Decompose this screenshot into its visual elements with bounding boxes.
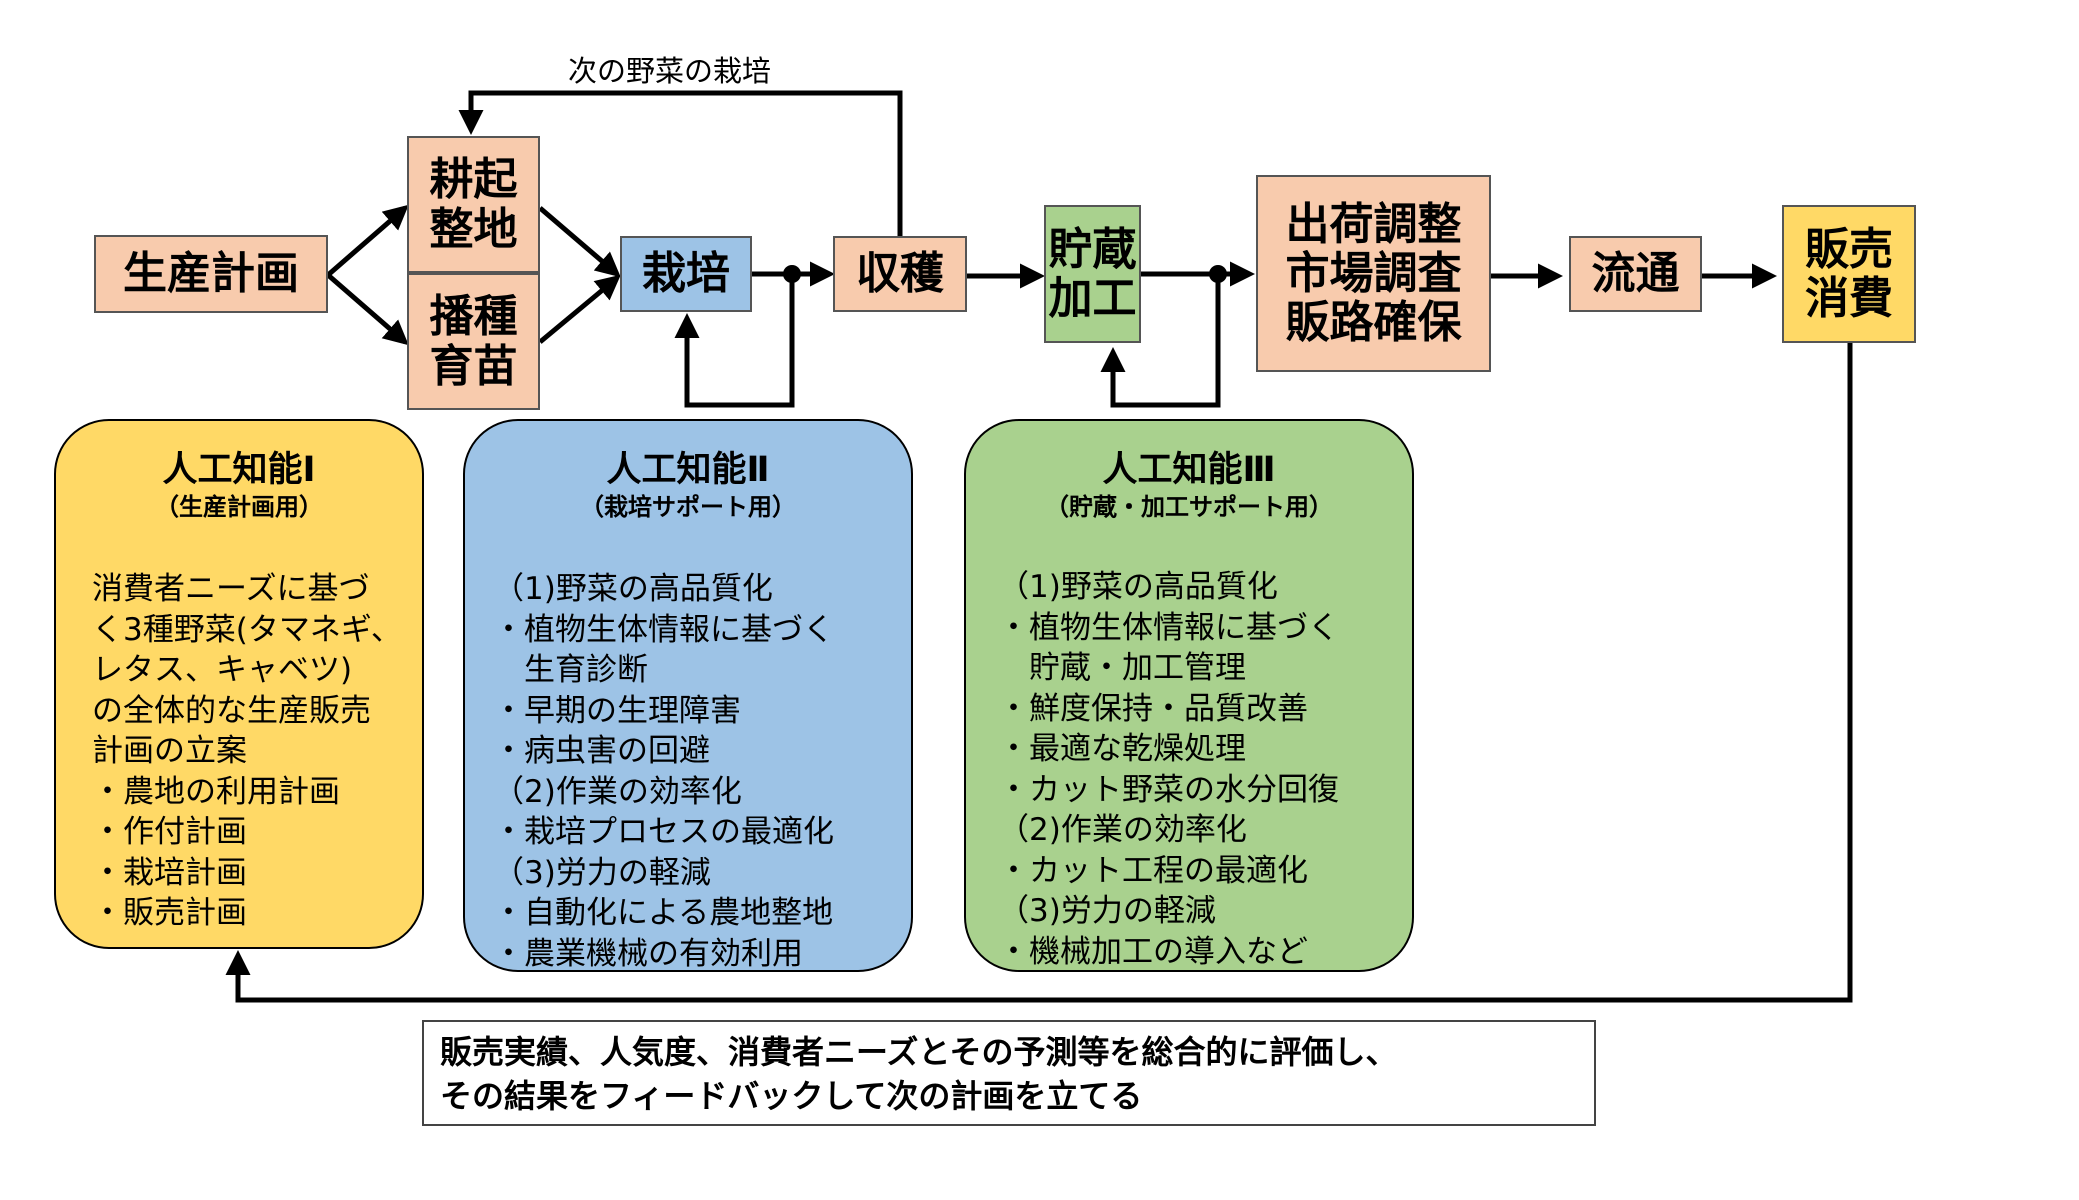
- ai-panel-title: 人工知能Ⅲ: [1102, 450, 1276, 490]
- ai-panel-list: 消費者ニーズに基づ く3種野菜(タマネギ、 レタス、キャベツ) の全体的な生産販…: [92, 569, 402, 934]
- arrow-plan-to-sowing: [326, 273, 409, 346]
- list-item: 生育診断: [493, 652, 648, 688]
- ai-panel-planning[interactable]: 人工知能Ⅰ （生産計画用） 消費者ニーズに基づ く3種野菜(タマネギ、 レタス、…: [54, 419, 424, 949]
- arrow-plan-to-tillage: [326, 204, 409, 277]
- list-item: ・農地の利用計画: [92, 773, 340, 810]
- node-sowing-seedling[interactable]: 播種 育苗: [407, 273, 540, 410]
- arrow-next-crop-loop: [458, 90, 903, 238]
- list-item: ・販売計画: [92, 895, 247, 931]
- list-item: （1)野菜の高品質化: [998, 569, 1278, 605]
- list-item: ・カット工程の最適化: [998, 852, 1308, 889]
- list-item: 貯蔵・加工管理: [998, 650, 1246, 686]
- list-item: ・最適な乾燥処理: [998, 731, 1246, 767]
- arrow-tillage-to-cultivation: [538, 206, 621, 278]
- node-harvest[interactable]: 収穫: [833, 236, 967, 312]
- list-item: ・栽培プロセスの最適化: [493, 814, 834, 850]
- junction-dot: [1209, 265, 1227, 283]
- junction-dot: [783, 265, 801, 283]
- list-item: ・自動化による農地整地: [493, 895, 834, 931]
- list-item: ・農業機械の有効利用: [493, 935, 803, 972]
- list-item: ・植物生体情報に基づく: [998, 609, 1339, 646]
- list-item: く3種野菜(タマネギ、: [92, 611, 402, 648]
- arrow-cultivation-loop: [674, 274, 795, 408]
- list-item: 消費者ニーズに基づ: [92, 571, 370, 607]
- list-item: （2)作業の効率化: [493, 773, 742, 810]
- node-distribution[interactable]: 流通: [1569, 236, 1702, 312]
- node-tillage-leveling[interactable]: 耕起 整地: [407, 136, 540, 273]
- ai-panel-cultivation[interactable]: 人工知能Ⅱ （栽培サポート用） （1)野菜の高品質化 ・植物生体情報に基づく 生…: [463, 419, 913, 972]
- list-item: （3)労力の軽減: [493, 854, 711, 891]
- ai-panel-subtitle: （生産計画用）: [155, 493, 323, 521]
- arrow-feedback-loop: [225, 343, 1853, 1003]
- list-item: レタス、キャベツ): [92, 652, 353, 688]
- node-cultivation[interactable]: 栽培: [620, 236, 752, 312]
- next-crop-label: 次の野菜の栽培: [568, 54, 772, 88]
- node-production-planning[interactable]: 生産計画: [94, 235, 328, 313]
- node-sales-consumption[interactable]: 販売 消費: [1782, 205, 1916, 343]
- ai-panel-subtitle: （貯蔵・加工サポート用）: [1045, 493, 1333, 521]
- list-item: （3)労力の軽減: [998, 893, 1216, 929]
- arrow-sowing-to-cultivation: [538, 274, 621, 344]
- list-item: ・機械加工の導入など: [998, 933, 1308, 970]
- list-item: ・栽培計画: [92, 854, 247, 891]
- list-item: ・鮮度保持・品質改善: [998, 690, 1308, 727]
- list-item: 計画の立案: [92, 733, 247, 769]
- node-shipping-market[interactable]: 出荷調整 市場調査 販路確保: [1256, 175, 1491, 372]
- list-item: ・カット野菜の水分回復: [998, 771, 1339, 808]
- ai-panel-list: （1)野菜の高品質化 ・植物生体情報に基づく 生育診断 ・早期の生理障害 ・病虫…: [493, 569, 834, 974]
- list-item: の全体的な生産販売: [92, 692, 371, 729]
- feedback-note: 販売実績、人気度、消費者ニーズとその予測等を総合的に評価し、 その結果をフィード…: [422, 1020, 1596, 1126]
- ai-panel-subtitle: （栽培サポート用）: [580, 493, 796, 521]
- list-item: ・植物生体情報に基づく: [493, 611, 834, 648]
- ai-panel-storage-processing[interactable]: 人工知能Ⅲ （貯蔵・加工サポート用） （1)野菜の高品質化 ・植物生体情報に基づ…: [964, 419, 1414, 972]
- ai-panel-title: 人工知能Ⅰ: [162, 450, 316, 490]
- list-item: （2)作業の効率化: [998, 812, 1247, 848]
- list-item: ・作付計画: [92, 814, 247, 850]
- list-item: ・早期の生理障害: [493, 692, 741, 729]
- feedback-line-2: その結果をフィードバックして次の計画を立てる: [440, 1077, 1143, 1115]
- ai-panel-title: 人工知能Ⅱ: [606, 450, 770, 490]
- list-item: （1)野菜の高品質化: [493, 571, 773, 607]
- list-item: ・病虫害の回避: [493, 733, 710, 769]
- node-storage-processing[interactable]: 貯蔵 加工: [1044, 205, 1141, 343]
- arrow-storage-loop: [1100, 274, 1221, 408]
- ai-panel-list: （1)野菜の高品質化 ・植物生体情報に基づく 貯蔵・加工管理 ・鮮度保持・品質改…: [998, 567, 1339, 972]
- feedback-line-1: 販売実績、人気度、消費者ニーズとその予測等を総合的に評価し、: [440, 1033, 1398, 1071]
